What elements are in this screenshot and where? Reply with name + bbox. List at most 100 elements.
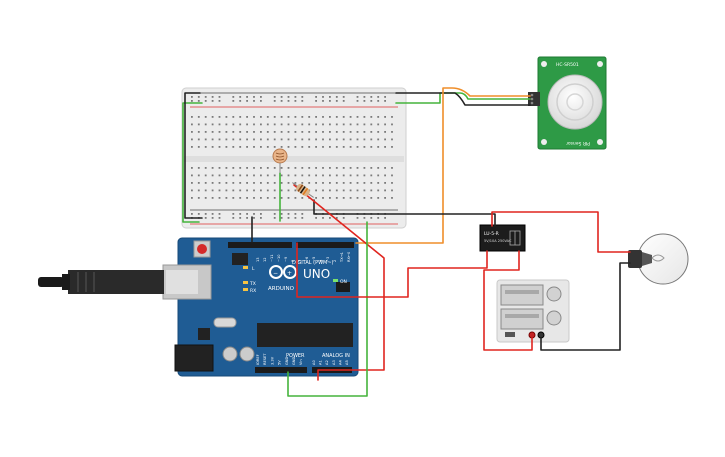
breadboard-hole bbox=[218, 146, 221, 148]
breadboard-hole bbox=[246, 116, 248, 118]
wire-red-bulb bbox=[491, 211, 631, 253]
breadboard-hole bbox=[253, 167, 255, 169]
breadboard-hole bbox=[266, 182, 269, 184]
breadboard-hole bbox=[246, 174, 248, 177]
breadboard-hole bbox=[391, 189, 393, 192]
breadboard-hole bbox=[232, 146, 235, 148]
breadboard-hole bbox=[246, 146, 248, 148]
breadboard-hole bbox=[239, 146, 242, 148]
breadboard-hole bbox=[253, 174, 255, 177]
pin-label: Vin bbox=[299, 359, 303, 365]
breadboard-hole bbox=[384, 174, 386, 177]
breadboard-hole bbox=[273, 197, 276, 199]
breadboard-hole bbox=[342, 138, 345, 141]
breadboard-hole bbox=[260, 96, 262, 98]
pir-sensor: HC-SR501 PIR Sensor bbox=[528, 56, 607, 150]
breadboard-hole bbox=[308, 131, 311, 133]
breadboard-hole bbox=[253, 217, 255, 219]
psu-terminal-positive bbox=[537, 331, 545, 339]
svg-text:+: + bbox=[287, 270, 292, 277]
breadboard-hole bbox=[260, 217, 262, 219]
breadboard-hole bbox=[218, 213, 221, 215]
breadboard-hole bbox=[218, 167, 221, 169]
breadboard-hole bbox=[260, 138, 262, 141]
breadboard-hole bbox=[260, 123, 262, 126]
breadboard-hole bbox=[197, 174, 200, 177]
breadboard-hole bbox=[363, 197, 366, 199]
wire-green-5v bbox=[287, 221, 368, 397]
breadboard-hole bbox=[391, 146, 393, 148]
breadboard-hole bbox=[225, 167, 228, 169]
breadboard-hole bbox=[349, 131, 352, 133]
breadboard-hole bbox=[211, 182, 214, 184]
breadboard-hole bbox=[356, 174, 359, 177]
breadboard-hole bbox=[322, 217, 324, 219]
breadboard-hole bbox=[356, 138, 359, 141]
breadboard-hole bbox=[211, 96, 214, 98]
breadboard-hole bbox=[370, 131, 373, 133]
breadboard-hole bbox=[308, 123, 311, 126]
breadboard-hole bbox=[370, 167, 373, 169]
breadboard-hole bbox=[246, 123, 248, 126]
breadboard-hole bbox=[246, 100, 248, 102]
breadboard-hole bbox=[356, 189, 359, 192]
breadboard-hole bbox=[384, 197, 386, 199]
breadboard-hole bbox=[280, 174, 283, 177]
breadboard-hole bbox=[356, 100, 359, 102]
breadboard-hole bbox=[239, 217, 242, 219]
breadboard-hole bbox=[315, 189, 317, 192]
breadboard-hole bbox=[287, 131, 290, 133]
breadboard-hole bbox=[239, 96, 242, 98]
breadboard-hole bbox=[377, 197, 380, 199]
breadboard-hole bbox=[363, 182, 366, 184]
breadboard-hole bbox=[211, 138, 214, 141]
breadboard-hole bbox=[225, 131, 228, 133]
breadboard-hole bbox=[349, 116, 352, 118]
breadboard-hole bbox=[356, 96, 359, 98]
breadboard-hole bbox=[322, 146, 324, 148]
wire-black-relay bbox=[313, 199, 496, 227]
pin-label: 5V bbox=[278, 360, 282, 365]
breadboard-hole bbox=[225, 182, 228, 184]
breadboard-hole bbox=[204, 138, 207, 141]
breadboard-hole bbox=[253, 96, 255, 98]
breadboard-hole bbox=[329, 123, 331, 126]
breadboard-hole bbox=[211, 217, 214, 219]
breadboard-hole bbox=[342, 116, 345, 118]
breadboard-hole bbox=[356, 217, 359, 219]
breadboard-hole bbox=[266, 174, 269, 177]
pin-label: ~9 bbox=[284, 256, 288, 262]
pin-label: 12 bbox=[263, 257, 267, 262]
breadboard-hole bbox=[218, 100, 221, 102]
breadboard-hole bbox=[273, 189, 276, 192]
breadboard-hole bbox=[287, 123, 290, 126]
breadboard-hole bbox=[211, 131, 214, 133]
digital-header-right bbox=[296, 242, 354, 248]
breadboard-hole bbox=[266, 167, 269, 169]
breadboard-hole bbox=[370, 197, 373, 199]
breadboard-hole bbox=[280, 213, 283, 215]
breadboard-hole bbox=[253, 213, 255, 215]
breadboard-hole bbox=[349, 197, 352, 199]
breadboard-hole bbox=[197, 100, 200, 102]
breadboard-hole bbox=[349, 189, 352, 192]
breadboard-hole bbox=[308, 116, 311, 118]
breadboard-hole bbox=[335, 96, 338, 98]
wire-red-psu bbox=[483, 250, 533, 351]
breadboard-hole bbox=[391, 197, 393, 199]
breadboard-hole bbox=[363, 174, 366, 177]
breadboard-hole bbox=[266, 197, 269, 199]
breadboard-hole bbox=[301, 182, 304, 184]
breadboard-hole bbox=[287, 146, 290, 148]
breadboard-hole bbox=[322, 167, 324, 169]
breadboard-hole bbox=[301, 138, 304, 141]
breadboard-hole bbox=[246, 197, 248, 199]
breadboard-hole bbox=[225, 189, 228, 192]
breadboard-hole bbox=[253, 146, 255, 148]
breadboard-hole bbox=[363, 217, 366, 219]
breadboard-hole bbox=[322, 174, 324, 177]
arduino-model: UNO bbox=[303, 267, 330, 281]
wire-red-relay-signal bbox=[296, 242, 488, 298]
breadboard-hole bbox=[294, 123, 297, 126]
breadboard bbox=[181, 87, 407, 229]
